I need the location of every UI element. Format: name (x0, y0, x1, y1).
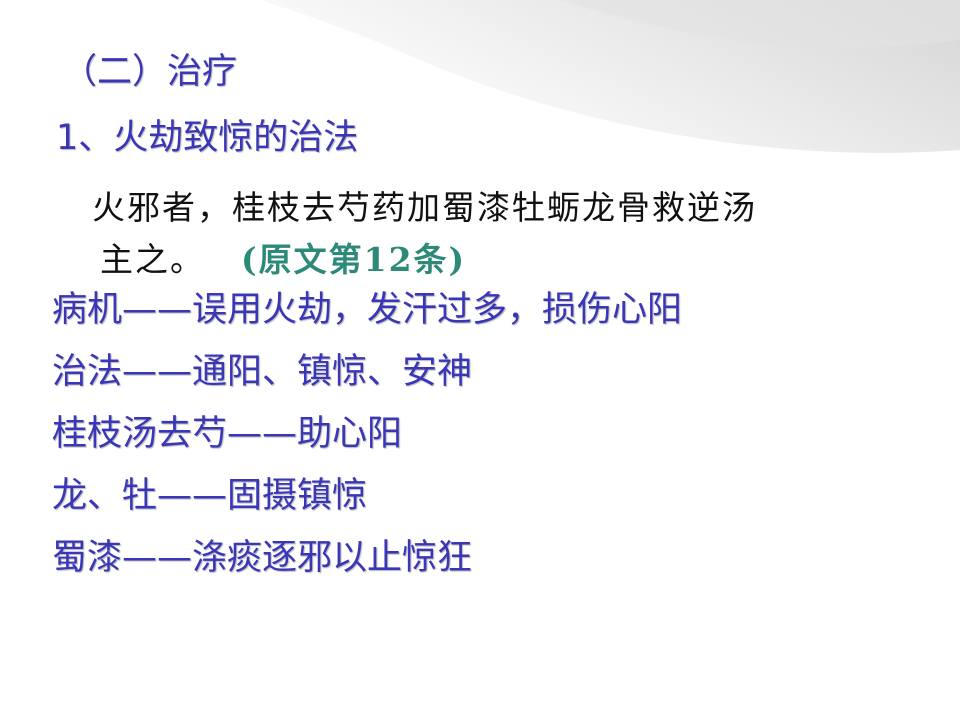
subsection-heading: 1、火劫致惊的治法 (56, 118, 359, 158)
bullet-shuqi: 蜀漆——涤痰逐邪以止惊狂 (52, 538, 473, 578)
original-text-quote: 火邪者，桂枝去芍药加蜀漆牡蛎龙骨救逆汤 主之。 (原文第12条) (92, 182, 932, 286)
bullet-guizhi-decoction: 桂枝汤去芍——助心阳 (52, 414, 403, 454)
quote-line-1: 火邪者，桂枝去芍药加蜀漆牡蛎龙骨救逆汤 (92, 188, 757, 227)
bullet-treatment-method: 治法——通阳、镇惊、安神 (52, 352, 473, 392)
bullet-longgu-muli: 龙、牡——固摄镇惊 (52, 476, 368, 516)
quote-line-2-wrapper: 主之。 (原文第12条) (92, 234, 932, 286)
reference-citation: (原文第12条) (241, 240, 467, 279)
section-heading: （二）治疗 (62, 52, 238, 92)
quote-line-2: 主之。 (100, 240, 205, 279)
bullet-pathogenesis: 病机——误用火劫，发汗过多，损伤心阳 (52, 290, 683, 330)
